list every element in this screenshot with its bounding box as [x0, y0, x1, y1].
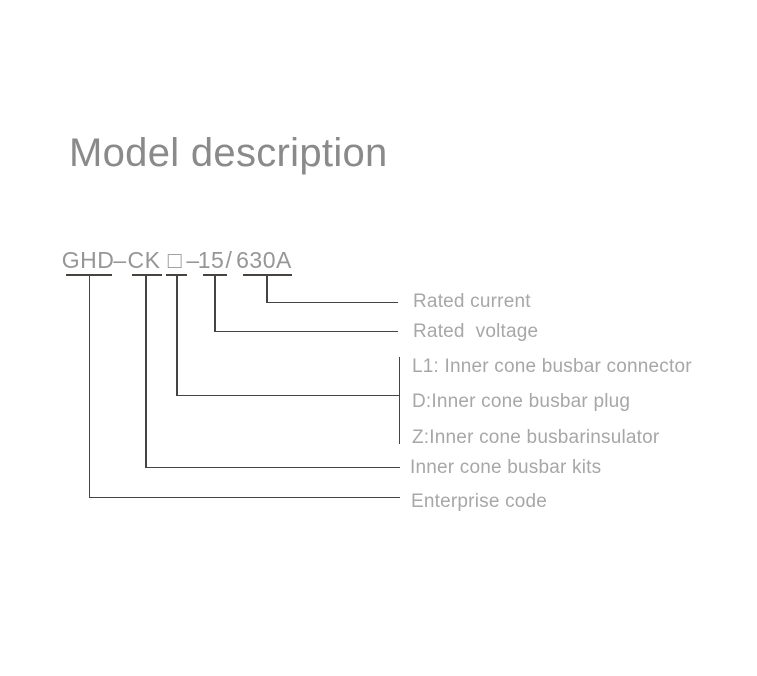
model-code-separator-dash-2: –	[186, 247, 200, 273]
model-code-separator-slash: /	[225, 247, 233, 273]
model-code-segment-ghd: GHD	[61, 247, 115, 273]
connector-enterprise-horizontal	[88, 496, 400, 498]
legend-label-busbar-kits: Inner cone busbar kits	[410, 457, 602, 478]
connector-box-branch-vertical	[398, 356, 400, 444]
underline-current	[243, 274, 292, 276]
model-code-segment-current: 630A	[236, 247, 292, 273]
legend-label-l1-connector: L1: Inner cone busbar connector	[412, 356, 692, 377]
underline-ck	[132, 274, 162, 276]
connector-enterprise-vertical	[88, 274, 90, 497]
connector-kits-horizontal	[145, 466, 400, 468]
connector-box-horizontal	[176, 394, 400, 396]
connector-current-vertical	[266, 274, 268, 302]
connector-voltage-vertical	[214, 274, 216, 331]
model-code-segment-ck: CK	[127, 247, 161, 273]
model-code-segment-box: □	[167, 247, 183, 273]
connector-kits-vertical	[145, 274, 147, 467]
legend-label-d-plug: D:Inner cone busbar plug	[412, 391, 631, 412]
legend-label-enterprise-code: Enterprise code	[411, 491, 548, 512]
connector-box-vertical	[176, 274, 178, 395]
page-title: Model description	[69, 131, 388, 175]
connector-current-horizontal	[266, 301, 398, 303]
legend-label-rated-current: Rated current	[413, 291, 531, 312]
legend-label-z-insulator: Z:Inner cone busbarinsulator	[412, 427, 660, 448]
model-code-segment-voltage: 15	[197, 247, 225, 273]
connector-voltage-horizontal	[214, 330, 398, 332]
model-code-separator-dash-1: –	[113, 247, 127, 273]
legend-label-rated-voltage: Rated voltage	[413, 321, 539, 342]
